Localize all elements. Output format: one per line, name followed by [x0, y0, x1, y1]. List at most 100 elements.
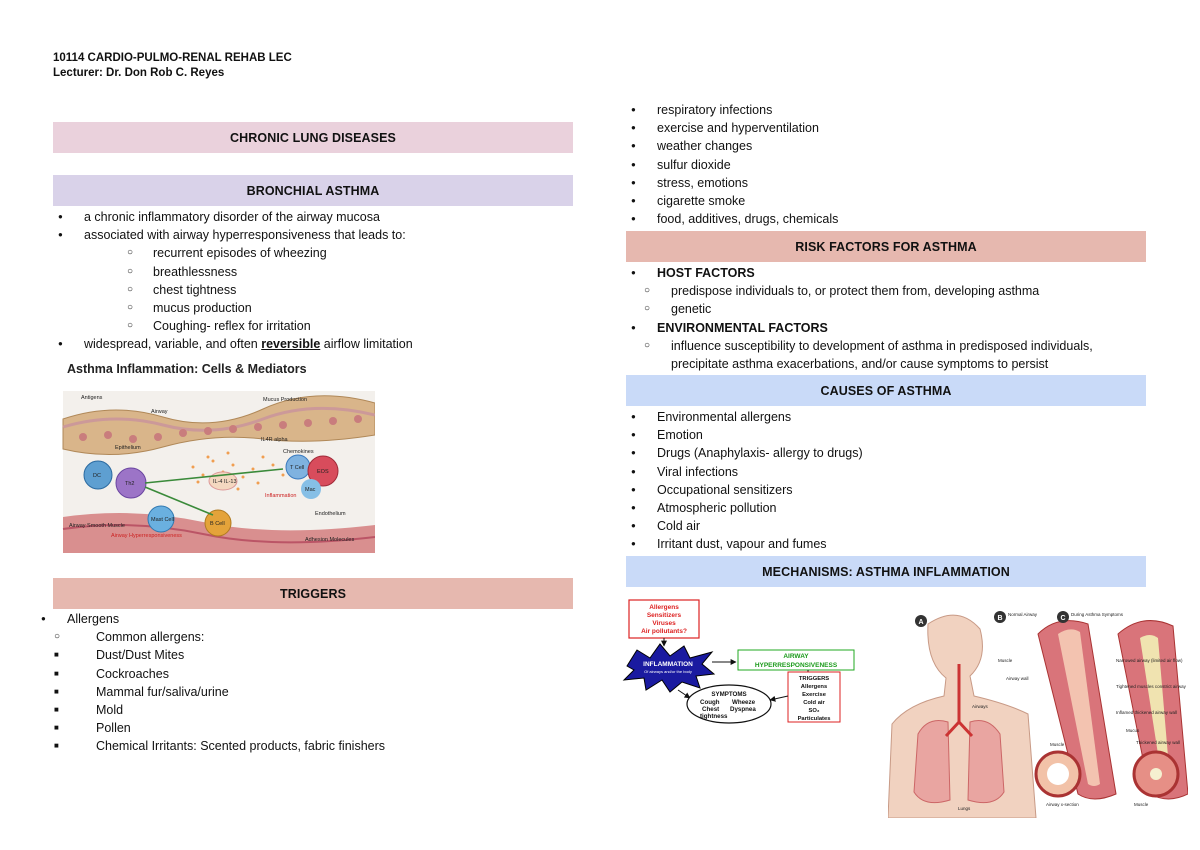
list-item: genetic: [626, 300, 1106, 318]
list-item: cigarette smoke: [626, 192, 838, 210]
label-bcell: B Cell: [210, 521, 225, 527]
list-item: Environmental allergens: [626, 408, 863, 426]
label-during-asthma: During Asthma Symptoms: [1071, 612, 1124, 617]
asthma-mechanism-flow-diagram: Allergens Sensitizers Viruses Air pollut…: [612, 596, 862, 726]
asthma-airway-anatomy-figure: A B C Normal Airway During Asthma Sympto…: [887, 604, 1189, 819]
label-tightened-muscles: Tightened muscles constrict airway: [1116, 684, 1187, 689]
label-endothelium: Endothelium: [315, 511, 346, 517]
triggers-band: TRIGGERS: [53, 578, 573, 609]
list-item: Viral infections: [626, 463, 863, 481]
list-item: respiratory infections: [626, 101, 838, 119]
panel-letter-a: A: [918, 619, 923, 626]
label-eos: EOS: [317, 469, 329, 475]
flow-hyperresponsiveness: HYPERRESPONSIVENESS: [755, 662, 838, 669]
label-mac: Mac: [305, 487, 316, 493]
label-tcell: T Cell: [290, 465, 304, 471]
text-segment: airflow limitation: [320, 337, 413, 352]
flow-inflammation: INFLAMMATION: [643, 661, 693, 668]
flow-symptom-chest: Chest: [702, 706, 719, 713]
label-muscle-xsection: Muscle: [1050, 742, 1065, 747]
chronic-lung-diseases-band: CHRONIC LUNG DISEASES: [53, 122, 573, 153]
list-item: Common allergens:: [36, 628, 385, 646]
label-inflamed-wall: Inflamed thickened airway wall: [1116, 710, 1177, 715]
flow-sensitizers: Sensitizers: [647, 612, 682, 619]
label-il4r: IL4R alpha: [261, 437, 289, 443]
list-item: Mammal fur/saliva/urine: [36, 683, 385, 701]
panel-letter-c: C: [1060, 615, 1065, 622]
list-item: stress, emotions: [626, 174, 838, 192]
panel-letter-b: B: [997, 615, 1002, 622]
flow-trigger-item: Particulates: [798, 716, 831, 722]
flow-symptom-wheeze: Wheeze: [732, 699, 756, 706]
list-item: food, additives, drugs, chemicals: [626, 210, 838, 228]
list-item: widespread, variable, and often reversib…: [53, 335, 413, 353]
label-adhesion: Adhesion Molecules: [305, 537, 354, 543]
label-thickened-wall: Thickened airway wall: [1136, 740, 1180, 745]
causes-band: CAUSES OF ASTHMA: [626, 375, 1146, 406]
lecturer-name: Lecturer: Dr. Don Rob C. Reyes: [53, 67, 225, 79]
label-ahr: Airway Hyperresponsiveness: [111, 533, 182, 539]
list-item: associated with airway hyperresponsivene…: [53, 226, 413, 244]
asthma-definition-list: a chronic inflammatory disorder of the a…: [53, 208, 413, 354]
list-item: a chronic inflammatory disorder of the a…: [53, 208, 413, 226]
list-item: sulfur dioxide: [626, 156, 838, 174]
list-item: mucus production: [53, 299, 413, 317]
label-mucus: Mucus: [1126, 728, 1140, 733]
label-mastcell: Mast Cell: [151, 517, 174, 523]
flow-trigger-item: SO₂: [809, 708, 820, 714]
causes-list: Environmental allergens Emotion Drugs (A…: [626, 408, 863, 554]
flow-diagram-svg: Allergens Sensitizers Viruses Air pollut…: [622, 599, 855, 724]
label-chemokines: Chemokines: [283, 449, 314, 455]
label-th2: Th2: [125, 481, 134, 487]
label-narrowed-airway: Narrowed airway (limited air flow): [1116, 658, 1183, 663]
list-item: Coughing- reflex for irritation: [53, 317, 413, 335]
course-title: 10114 CARDIO-PULMO-RENAL REHAB LEC: [53, 52, 292, 64]
list-item: Cold air: [626, 517, 863, 535]
flow-symptom-cough: Cough: [700, 699, 720, 706]
asthma-inflammation-figure: Asthma Inflammation: Cells & Mediators: [53, 357, 376, 553]
mechanisms-band: MECHANISMS: ASTHMA INFLAMMATION: [626, 556, 1146, 587]
flow-symptom-dyspnea: Dyspnea: [730, 706, 756, 713]
document-header: 10114 CARDIO-PULMO-RENAL REHAB LEC Lectu…: [53, 51, 292, 81]
label-airway-xsection: Airway x-section: [1046, 802, 1079, 807]
label-asm: Airway Smooth Muscle: [69, 523, 125, 529]
label-inflammation: Inflammation: [265, 493, 297, 499]
list-item: influence susceptibility to development …: [626, 337, 1106, 373]
flow-airway: AIRWAY: [783, 653, 809, 660]
label-lungs: Lungs: [958, 806, 971, 811]
list-item: recurrent episodes of wheezing: [53, 244, 413, 262]
label-normal-airway: Normal Airway: [1008, 612, 1038, 617]
label-mucus: Mucus Production: [263, 397, 307, 403]
list-item: Dust/Dust Mites: [36, 646, 385, 664]
label-il: IL-4 IL-13: [213, 479, 237, 485]
label-airways: Airways: [972, 704, 989, 709]
list-item: Emotion: [626, 426, 863, 444]
asthma-inflammation-illustration: Asthma Inflammation: Cells & Mediators: [62, 362, 376, 553]
list-item: Cockroaches: [36, 665, 385, 683]
trigger-continuation-list: respiratory infections exercise and hype…: [626, 101, 838, 229]
flow-symptoms-title: SYMPTOMS: [711, 691, 746, 698]
bronchial-asthma-band: BRONCHIAL ASTHMA: [53, 175, 573, 206]
list-item: Atmospheric pollution: [626, 499, 863, 517]
flow-trigger-item: Cold air: [803, 700, 825, 706]
anatomy-illustration: A B C Normal Airway During Asthma Sympto…: [887, 604, 1189, 819]
list-item: chest tightness: [53, 281, 413, 299]
label-muscle: Muscle: [998, 658, 1013, 663]
flow-allergens: Allergens: [649, 604, 679, 611]
list-item: Mold: [36, 701, 385, 719]
risk-factors-band: RISK FACTORS FOR ASTHMA: [626, 231, 1146, 262]
list-item: Pollen: [36, 719, 385, 737]
label-dc: DC: [93, 473, 101, 479]
text-segment: widespread, variable, and often: [84, 337, 262, 352]
flow-triggers-title: TRIGGERS: [799, 676, 829, 682]
reversible-emphasis: reversible: [261, 337, 321, 352]
list-item: Drugs (Anaphylaxis- allergy to drugs): [626, 444, 863, 462]
label-muscle-mucus: Muscle: [1134, 802, 1149, 807]
flow-symptom-tightness: tightness: [700, 713, 728, 720]
list-item: Irritant dust, vapour and fumes: [626, 535, 863, 553]
label-epithelium: Epithelium: [115, 445, 141, 451]
figure-title: Asthma Inflammation: Cells & Mediators: [67, 362, 307, 376]
list-item: breathlessness: [53, 263, 413, 281]
list-item: Occupational sensitizers: [626, 481, 863, 499]
list-item: Allergens: [36, 610, 385, 628]
